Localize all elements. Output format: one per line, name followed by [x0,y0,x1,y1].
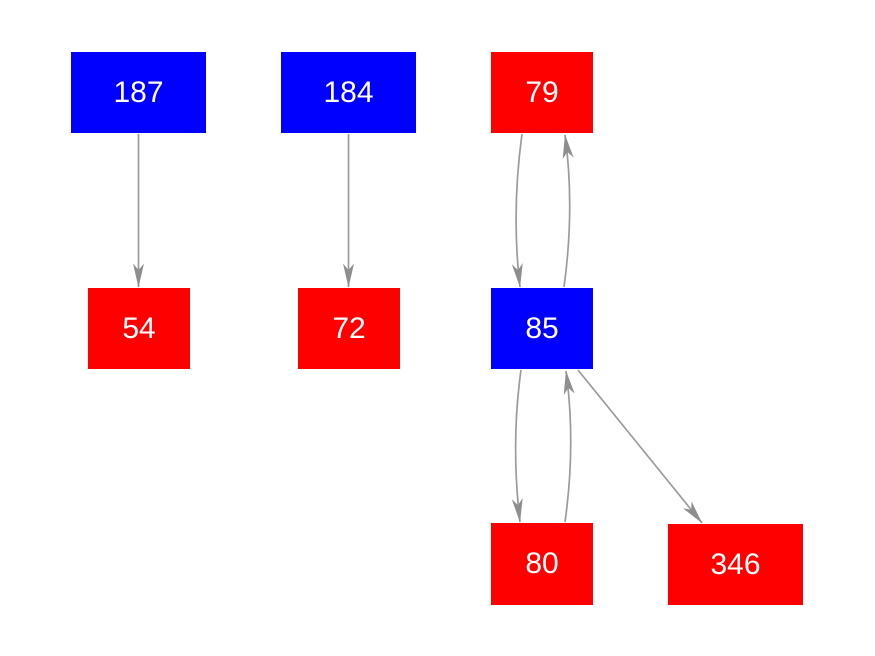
node-label: 80 [525,547,559,580]
node-label: 184 [323,75,374,109]
graph-node-184[interactable]: 184 [281,52,416,133]
edge-85-346 [577,369,703,524]
edge-85-80 [511,369,523,523]
edges-group [133,133,703,524]
graph-node-54[interactable]: 54 [88,288,190,369]
node-label: 54 [122,311,156,345]
graph-node-187[interactable]: 187 [71,52,206,133]
node-label: 346 [710,547,761,581]
node-label: 187 [113,75,164,109]
edge-79-85 [511,133,523,288]
edge-80-85 [563,370,575,523]
graph-node-80[interactable]: 80 [491,523,593,605]
graph-node-85[interactable]: 85 [491,288,593,369]
edge-85-79 [562,134,574,288]
graph-node-79[interactable]: 79 [491,52,593,133]
graph-node-72[interactable]: 72 [298,288,400,369]
node-label: 85 [525,311,559,345]
node-label: 79 [525,75,559,109]
node-label: 72 [332,311,366,345]
graph-node-346[interactable]: 346 [668,524,803,605]
